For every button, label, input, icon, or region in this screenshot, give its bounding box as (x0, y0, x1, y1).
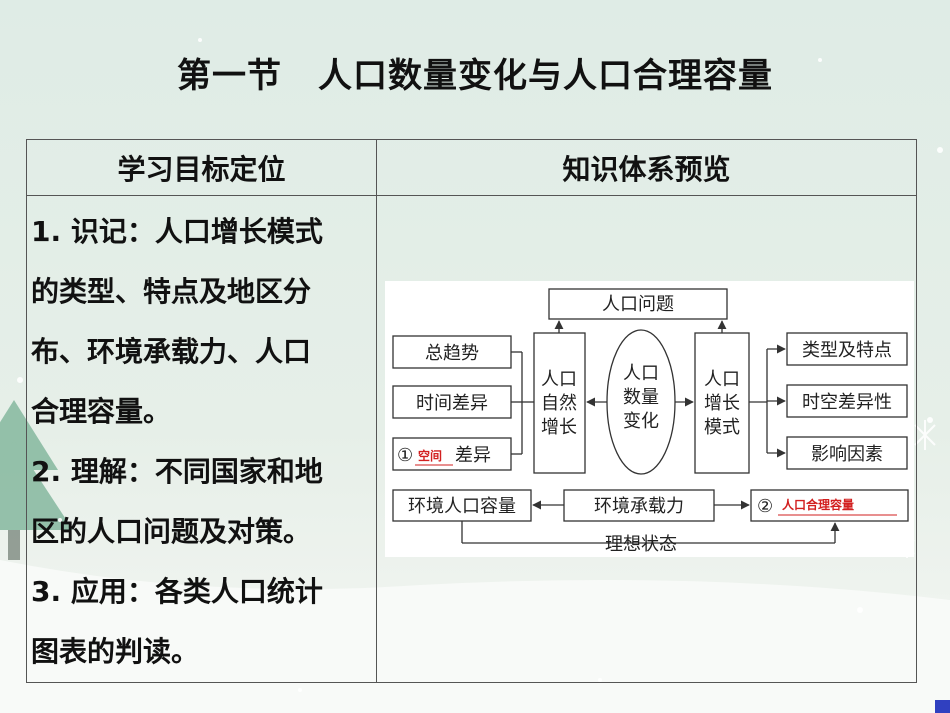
goal-line: 的类型、特点及地区分 (31, 275, 312, 308)
section-title: 人口数量变化与人口合理容量 (318, 56, 773, 96)
answer-reasonable-capacity: 人口合理容量 (782, 497, 854, 512)
label-center-2: 数量 (623, 387, 659, 408)
label-time-diff: 时间差异 (416, 393, 488, 414)
goals-list: 1. 识记：人口增长模式 的类型、特点及地区分 布、环境承载力、人口 合理容量。… (27, 196, 376, 682)
label-carrying-capacity: 环境承载力 (594, 496, 684, 517)
label-population-problem: 人口问题 (602, 294, 674, 315)
col-header-goals: 学习目标定位 (26, 139, 377, 196)
label-item-number-1: ① (397, 445, 413, 466)
goal-line: 3. 应用：各类人口统计 (31, 575, 323, 608)
content-table: 学习目标定位 知识体系预览 1. 识记：人口增长模式 的类型、特点及地区分 布、… (26, 139, 917, 683)
label-natural-3: 增长 (541, 417, 577, 438)
page-title: 第一节人口数量变化与人口合理容量 (0, 48, 950, 97)
answer-space: 空间 (418, 448, 442, 463)
box-carrying-capacity (563, 489, 715, 522)
label-item-number-2: ② (757, 496, 773, 517)
box-env-capacity (392, 489, 532, 522)
goal-line: 区的人口问题及对策。 (31, 515, 312, 548)
knowledge-diagram: 人口问题 总趋势 时间差异 ① 空间 差异 人口 自然 增长 人口 数量 变化 … (385, 281, 914, 557)
label-trend: 总趋势 (425, 343, 479, 364)
section-number: 第一节 (177, 56, 282, 96)
label-spatiotemporal: 时空差异性 (802, 392, 892, 413)
box-factors (786, 436, 908, 470)
label-natural-2: 自然 (541, 393, 577, 414)
col-header-preview: 知识体系预览 (376, 139, 917, 196)
box-reasonable-capacity (750, 489, 909, 522)
box-time-diff (392, 385, 512, 419)
label-factors: 影响因素 (811, 444, 883, 465)
label-env-capacity: 环境人口容量 (408, 496, 516, 517)
preview-cell: 人口问题 总趋势 时间差异 ① 空间 差异 人口 自然 增长 人口 数量 变化 … (376, 195, 917, 683)
label-center-1: 人口 (623, 363, 659, 384)
label-space-diff: 差异 (455, 445, 491, 466)
label-natural-1: 人口 (541, 369, 577, 390)
box-growth-mode (694, 332, 750, 474)
snowflake-icon (914, 420, 936, 450)
box-population-problem (548, 288, 728, 320)
goal-line: 布、环境承载力、人口 (31, 335, 312, 368)
label-mode-3: 模式 (704, 417, 740, 438)
goal-line: 合理容量。 (31, 395, 172, 428)
box-natural-growth (533, 332, 586, 474)
box-spatiotemporal (786, 384, 908, 418)
goals-cell: 1. 识记：人口增长模式 的类型、特点及地区分 布、环境承载力、人口 合理容量。… (26, 195, 377, 683)
label-mode-2: 增长 (704, 393, 740, 414)
label-center-3: 变化 (623, 411, 659, 432)
box-types (786, 332, 908, 366)
goal-line: 1. 识记：人口增长模式 (31, 215, 323, 248)
label-mode-1: 人口 (704, 369, 740, 390)
label-types: 类型及特点 (802, 340, 892, 361)
box-trend (392, 335, 512, 369)
goal-line: 图表的判读。 (31, 635, 200, 668)
goal-line: 2. 理解：不同国家和地 (31, 455, 323, 488)
label-ideal-state: 理想状态 (605, 534, 677, 555)
